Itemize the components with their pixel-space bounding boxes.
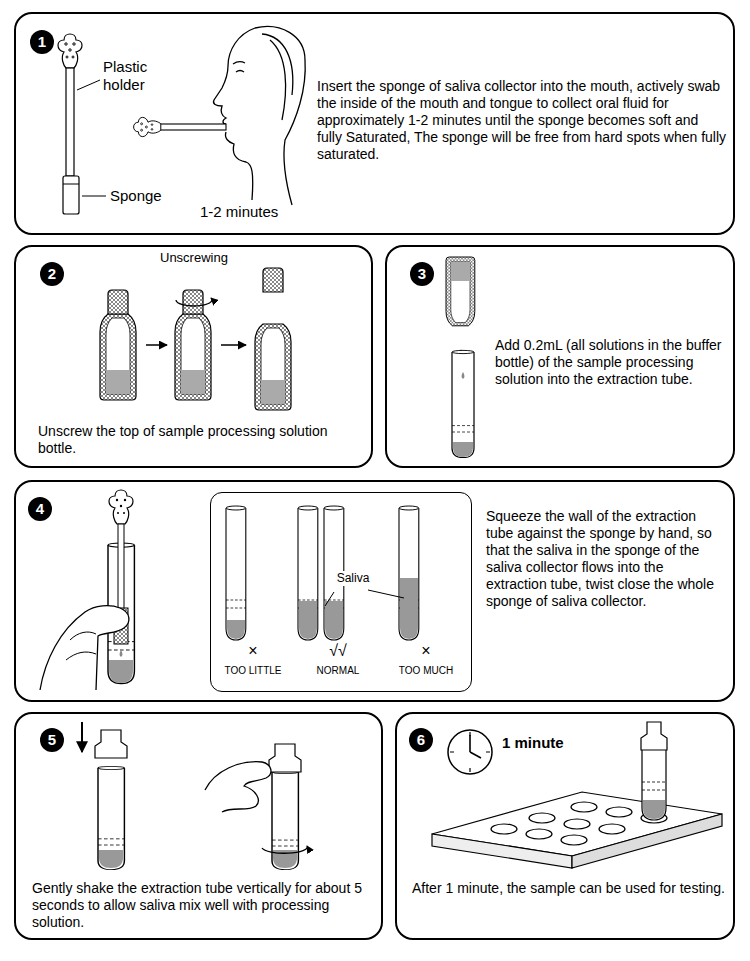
comparison-label: TOO MUCH bbox=[398, 665, 454, 677]
shaking-tube bbox=[82, 722, 307, 870]
step-number-text: 2 bbox=[40, 262, 64, 286]
instruction-text: Insert the sponge of saliva collector in… bbox=[317, 78, 727, 163]
step-number-text: 5 bbox=[40, 728, 64, 752]
step-number: 2 bbox=[40, 262, 64, 286]
adding-solution bbox=[446, 257, 475, 458]
clock bbox=[448, 730, 492, 774]
leader-lines bbox=[77, 80, 106, 196]
comparison-label: √√ bbox=[328, 641, 348, 661]
step-number: 4 bbox=[28, 497, 52, 521]
instruction-text: Unscrew the top of sample processing sol… bbox=[38, 423, 358, 457]
comparison-label: TOO LITTLE bbox=[223, 665, 282, 677]
instruction-text: After 1 minute, the sample can be used f… bbox=[412, 880, 727, 897]
step-number-text: 6 bbox=[409, 728, 433, 752]
step-number-text: 4 bbox=[28, 497, 52, 521]
step-number: 6 bbox=[409, 728, 433, 752]
figure-label: Unscrewing bbox=[160, 250, 228, 266]
step-number: 3 bbox=[410, 262, 434, 286]
step-number: 1 bbox=[30, 30, 54, 54]
collector-in-mouth bbox=[134, 117, 226, 136]
comparison-box: Saliva × √√ × TOO LITTLE NORMAL TOO MUCH bbox=[210, 492, 472, 692]
step-panel: Gently shake the extraction tube vertica… bbox=[14, 712, 383, 940]
instruction-text: Add 0.2mL (all solutions in the buffer b… bbox=[495, 337, 725, 388]
tube-rack bbox=[432, 792, 722, 868]
test-tube-in-rack bbox=[641, 722, 667, 820]
bottle-sequence bbox=[100, 268, 291, 410]
step-number: 5 bbox=[40, 728, 64, 752]
comparison-label: NORMAL bbox=[316, 665, 361, 677]
step-panel: Unscrew the top of sample processing sol… bbox=[14, 245, 373, 468]
instruction-text: Gently shake the extraction tube vertica… bbox=[32, 880, 377, 931]
comparison-label: Saliva bbox=[336, 571, 371, 586]
step-panel: Squeeze the wall of the extraction tube … bbox=[14, 480, 735, 702]
instruction-text: Squeeze the wall of the extraction tube … bbox=[486, 508, 724, 610]
figure-label: 1 minute bbox=[502, 734, 564, 752]
comparison-label: × bbox=[420, 641, 431, 661]
step-panel: After 1 minute, the sample can be used f… bbox=[395, 712, 735, 940]
step-number-text: 1 bbox=[30, 30, 54, 54]
face-profile bbox=[213, 27, 305, 205]
step-panel: Add 0.2mL (all solutions in the buffer b… bbox=[385, 245, 735, 468]
figure-label: 1-2 minutes bbox=[200, 203, 278, 221]
saliva-collector bbox=[58, 34, 82, 214]
step-number-text: 3 bbox=[410, 262, 434, 286]
squeezing-tube bbox=[40, 490, 134, 690]
figure-label: Plastic holder bbox=[103, 58, 173, 95]
figure-label: Sponge bbox=[110, 187, 162, 205]
volume-comparison bbox=[226, 506, 419, 640]
comparison-label: × bbox=[247, 641, 258, 661]
